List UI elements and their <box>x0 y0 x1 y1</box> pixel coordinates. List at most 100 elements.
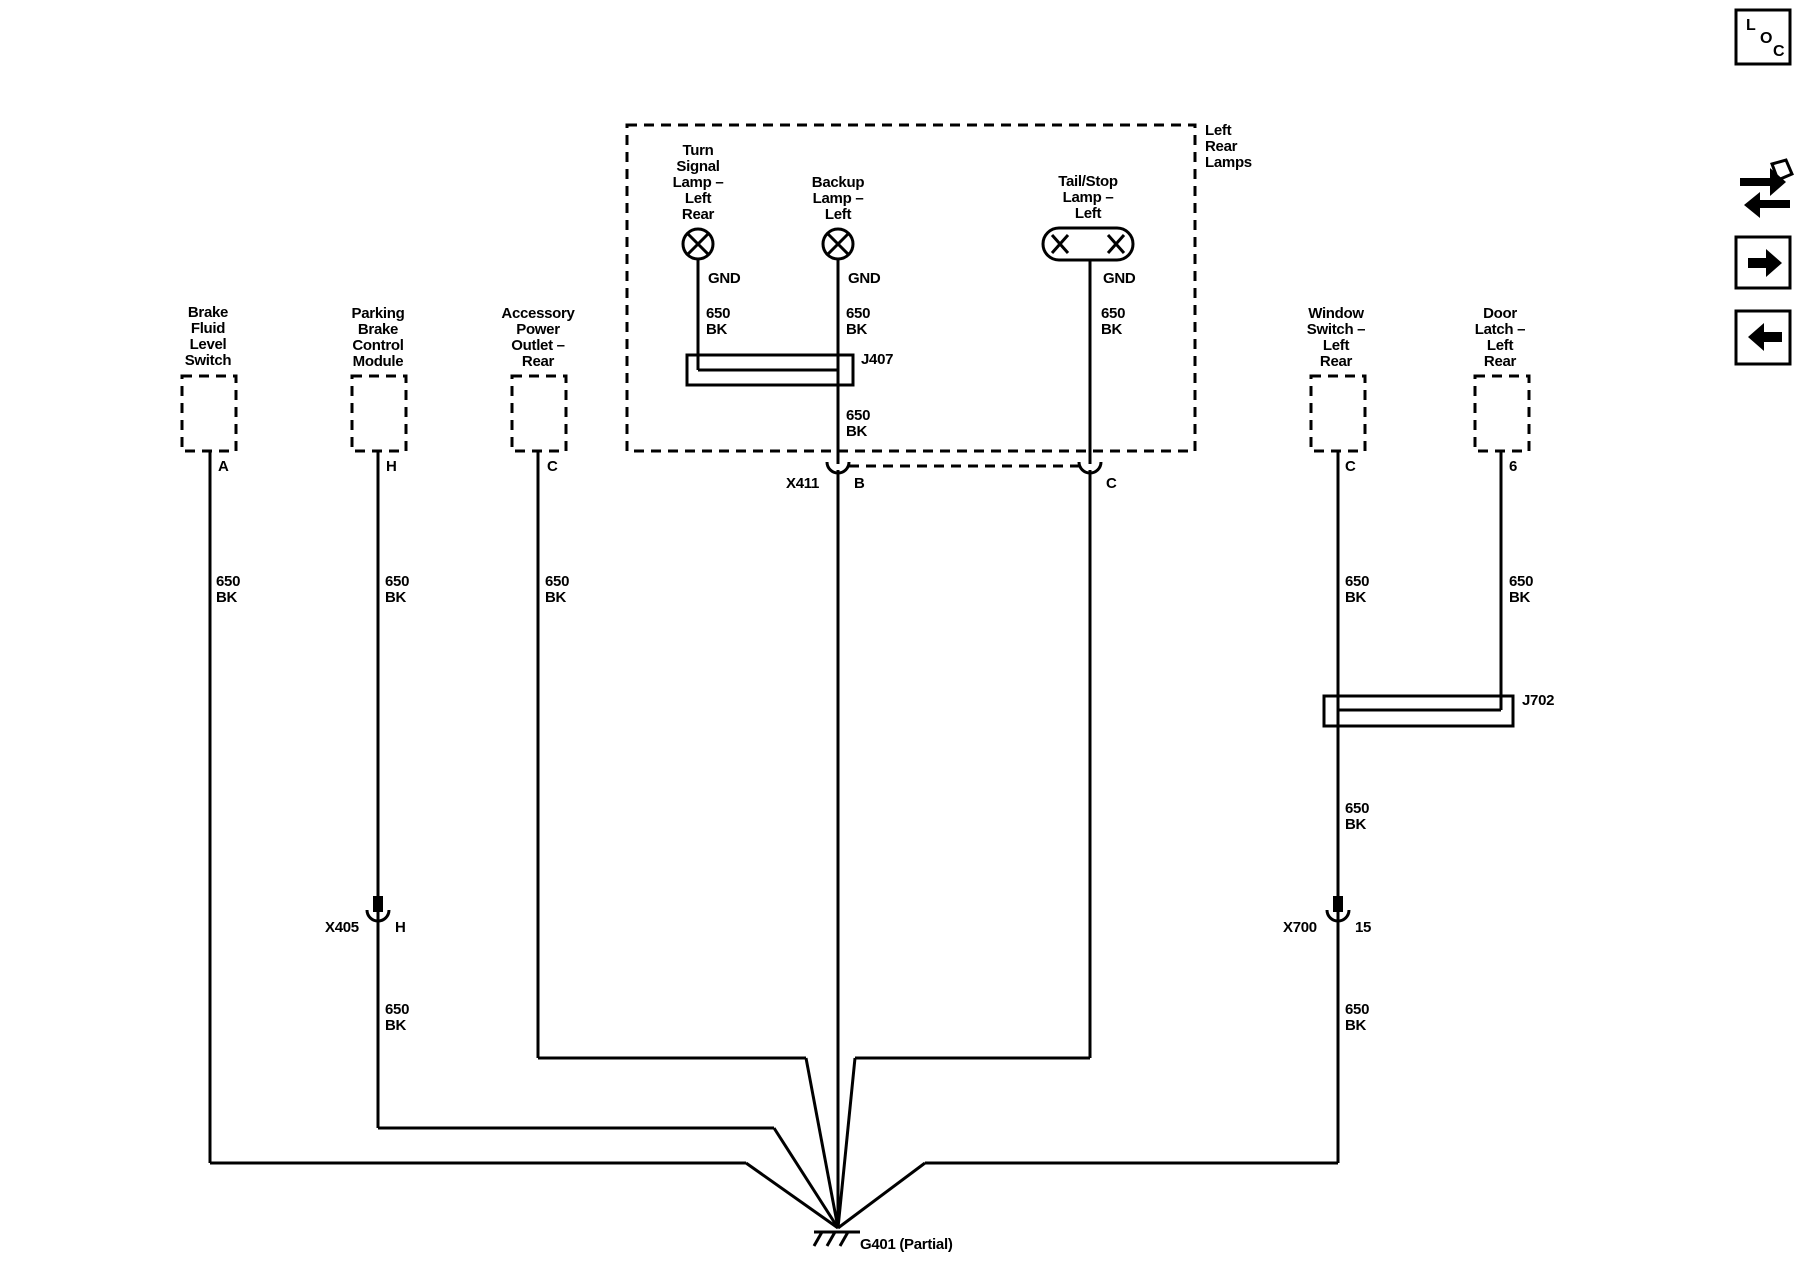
parking-below-color: BK <box>385 1017 407 1034</box>
window-switch-color: BK <box>1345 589 1367 606</box>
loc-icon-l: L <box>1746 17 1756 34</box>
window-below-j702-circuit: 650 <box>1345 800 1369 817</box>
parking-brake-pin: H <box>386 458 397 475</box>
turn-signal-lamp: Turn Signal Lamp – Left Rear GND 650 BK <box>673 142 742 338</box>
door-latch-name-2: Latch – <box>1475 321 1525 338</box>
previous-page-button[interactable] <box>1734 309 1792 366</box>
brake-fluid-name-1: Brake <box>188 304 228 321</box>
window-switch-name-3: Left <box>1323 337 1350 354</box>
brake-fluid-level-switch: Brake Fluid Level Switch A 650 BK <box>180 304 240 606</box>
brake-fluid-name-4: Switch <box>185 352 232 369</box>
parking-brake-name-2: Brake <box>358 321 398 338</box>
window-switch-pin: C <box>1345 458 1356 475</box>
dual-filament-bulb-icon <box>1041 226 1135 262</box>
loc-icon-o: O <box>1760 30 1772 47</box>
turn-signal-color: BK <box>706 321 728 338</box>
door-latch-circuit: 650 <box>1509 573 1533 590</box>
backup-lamp: Backup Lamp – Left GND 650 BK <box>812 174 881 338</box>
parking-brake-circuit: 650 <box>385 573 409 590</box>
parking-brake-name-4: Module <box>353 353 404 370</box>
window-switch-left-rear: Window Switch – Left Rear C 650 BK <box>1307 305 1370 606</box>
backup-below-circuit: 650 <box>846 407 870 424</box>
sidebar: L O C <box>1734 8 1794 366</box>
tail-stop-color: BK <box>1101 321 1123 338</box>
door-latch-pin: 6 <box>1509 458 1517 475</box>
window-below-x700-color: BK <box>1345 1017 1367 1034</box>
backup-name-2: Lamp – <box>813 190 864 207</box>
window-switch-name-2: Switch – <box>1307 321 1365 338</box>
x411-pin-c: C <box>1106 475 1117 492</box>
tail-stop-name-1: Tail/Stop <box>1058 173 1118 190</box>
j407-splice: J407 <box>685 259 893 387</box>
backup-circuit: 650 <box>846 305 870 322</box>
next-page-button[interactable] <box>1734 235 1792 290</box>
bulb-icon <box>821 227 855 261</box>
tail-stop-circuit: 650 <box>1101 305 1125 322</box>
backup-color: BK <box>846 321 868 338</box>
wires <box>208 259 1503 1230</box>
j407-label: J407 <box>861 351 893 368</box>
bulb-icon <box>681 227 715 261</box>
x700-pin: 15 <box>1355 919 1371 936</box>
arrow-left-icon <box>1748 323 1782 351</box>
arrow-right-icon <box>1748 249 1782 277</box>
tail-stop-name-3: Left <box>1075 205 1102 222</box>
window-switch-name-4: Rear <box>1320 353 1353 370</box>
door-latch-color: BK <box>1509 589 1531 606</box>
loc-button[interactable]: L O C <box>1734 8 1792 66</box>
accessory-name-3: Outlet – <box>511 337 564 354</box>
window-switch-circuit: 650 <box>1345 573 1369 590</box>
accessory-name-4: Rear <box>522 353 555 370</box>
x405-connector: X405 H 650 BK <box>325 896 409 1034</box>
brake-fluid-pin: A <box>218 458 229 475</box>
turn-signal-gnd: GND <box>708 270 741 287</box>
brake-fluid-name-2: Fluid <box>191 320 225 337</box>
left-rear-lamps-boundary <box>625 123 1197 453</box>
left-rear-lamps-title-2: Rear <box>1205 138 1238 155</box>
accessory-pin: C <box>547 458 558 475</box>
g401-ground: G401 (Partial) <box>812 1230 953 1253</box>
parking-below-circuit: 650 <box>385 1001 409 1018</box>
backup-below-color: BK <box>846 423 868 440</box>
door-latch-name-3: Left <box>1487 337 1514 354</box>
brake-fluid-color: BK <box>216 589 238 606</box>
window-below-j702-color: BK <box>1345 816 1367 833</box>
door-latch-name-4: Rear <box>1484 353 1517 370</box>
loc-icon-c: C <box>1773 43 1785 60</box>
accessory-power-outlet-rear: Accessory Power Outlet – Rear C 650 BK <box>501 305 575 606</box>
x411-label: X411 <box>786 475 819 492</box>
j702-splice: J702 650 BK <box>1322 692 1554 833</box>
door-latch-name-1: Door <box>1483 305 1517 322</box>
accessory-name-2: Power <box>516 321 560 338</box>
tail-stop-name-2: Lamp – <box>1063 189 1114 206</box>
turn-signal-name-4: Left <box>685 190 712 207</box>
window-switch-name-1: Window <box>1308 305 1364 322</box>
turn-signal-name-3: Lamp – <box>673 174 724 191</box>
brake-fluid-circuit: 650 <box>216 573 240 590</box>
turn-signal-name-5: Rear <box>682 206 715 223</box>
x411-pin-b: B <box>854 475 865 492</box>
window-below-x700-circuit: 650 <box>1345 1001 1369 1018</box>
tail-stop-lamp: Tail/Stop Lamp – Left GND 650 BK <box>1041 173 1136 338</box>
x411-connector: X411 B C <box>786 461 1117 492</box>
j702-label: J702 <box>1522 692 1554 709</box>
door-latch-left-rear: Door Latch – Left Rear 6 650 BK <box>1473 305 1533 606</box>
backup-name-3: Left <box>825 206 852 223</box>
left-rear-lamps-title-3: Lamps <box>1205 154 1252 171</box>
accessory-circuit: 650 <box>545 573 569 590</box>
turn-signal-name-2: Signal <box>676 158 719 175</box>
left-rear-lamps-title-1: Left <box>1205 122 1232 139</box>
accessory-color: BK <box>545 589 567 606</box>
parking-brake-name-3: Control <box>352 337 403 354</box>
backup-gnd: GND <box>848 270 881 287</box>
x700-label: X700 <box>1283 919 1317 936</box>
turn-signal-name-1: Turn <box>682 142 713 159</box>
accessory-name-1: Accessory <box>501 305 575 322</box>
parking-brake-control-module: Parking Brake Control Module H 650 BK <box>350 305 409 606</box>
backup-name-1: Backup <box>812 174 865 191</box>
x700-connector: X700 15 650 BK <box>1283 896 1371 1034</box>
tail-stop-gnd: GND <box>1103 270 1136 287</box>
connector-swap-icon[interactable] <box>1740 158 1794 218</box>
left-rear-lamps-group: Left Rear Lamps Turn Signal Lamp – Left … <box>625 122 1252 453</box>
